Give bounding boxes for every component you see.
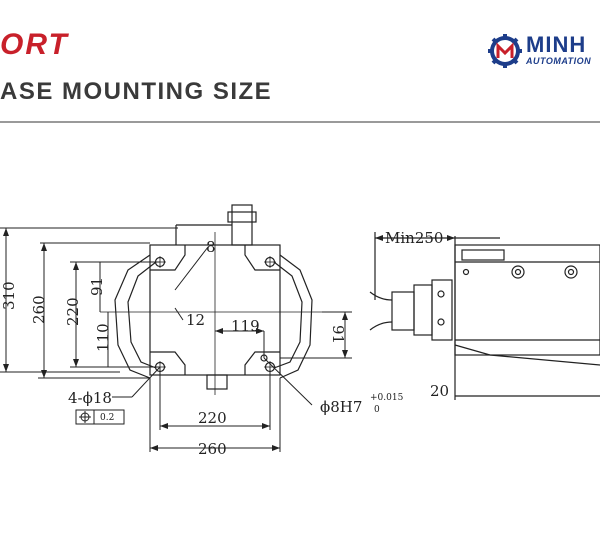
- arrowheads: [3, 228, 348, 451]
- minh-automation-logo: MINH AUTOMATION: [486, 32, 600, 72]
- gear-logo-icon: [488, 34, 522, 68]
- arm-right-outline: [279, 254, 313, 379]
- header-divider: [0, 121, 600, 123]
- front-dimensions: [0, 227, 352, 452]
- dim-110-vertical: 110: [94, 323, 112, 352]
- holes-label: 4-ϕ18: [68, 389, 112, 407]
- pin-label: ϕ8H7: [320, 398, 362, 416]
- dim-220-horizontal: 220: [198, 409, 227, 427]
- arm-left-outline: [114, 254, 151, 379]
- front-view: [100, 204, 350, 395]
- logo-name: MINH: [526, 32, 587, 57]
- dim-91-vertical: 91: [88, 277, 106, 296]
- page-title: ASE MOUNTING SIZE: [0, 78, 273, 105]
- dim-r12: 12: [186, 311, 205, 329]
- mounting-drawing: 310 260 220 91 110 12 8 119 91 220 260 4…: [0, 204, 600, 458]
- side-view: [369, 232, 600, 400]
- pin-tolerance-lower: 0: [374, 405, 380, 415]
- dim-91-right: 91: [329, 325, 347, 344]
- dim-310: 310: [0, 281, 18, 310]
- top-boss: [231, 204, 253, 246]
- dim-260-vertical: 260: [30, 295, 48, 324]
- pin-tolerance-upper: +0.015: [370, 393, 404, 403]
- dim-260-horizontal: 260: [198, 440, 227, 458]
- position-tolerance: 0.2: [100, 413, 114, 423]
- bottom-boss: [206, 374, 228, 390]
- dim-r8: 8: [206, 238, 216, 256]
- dim-220-vertical: 220: [64, 297, 82, 326]
- dim-119: 119: [231, 317, 260, 335]
- connector-block: [391, 291, 415, 331]
- brand-text: ORT: [0, 28, 69, 61]
- dim-min250: Min250: [385, 229, 443, 247]
- logo-subtitle: AUTOMATION: [526, 56, 592, 66]
- dim-20: 20: [430, 382, 449, 400]
